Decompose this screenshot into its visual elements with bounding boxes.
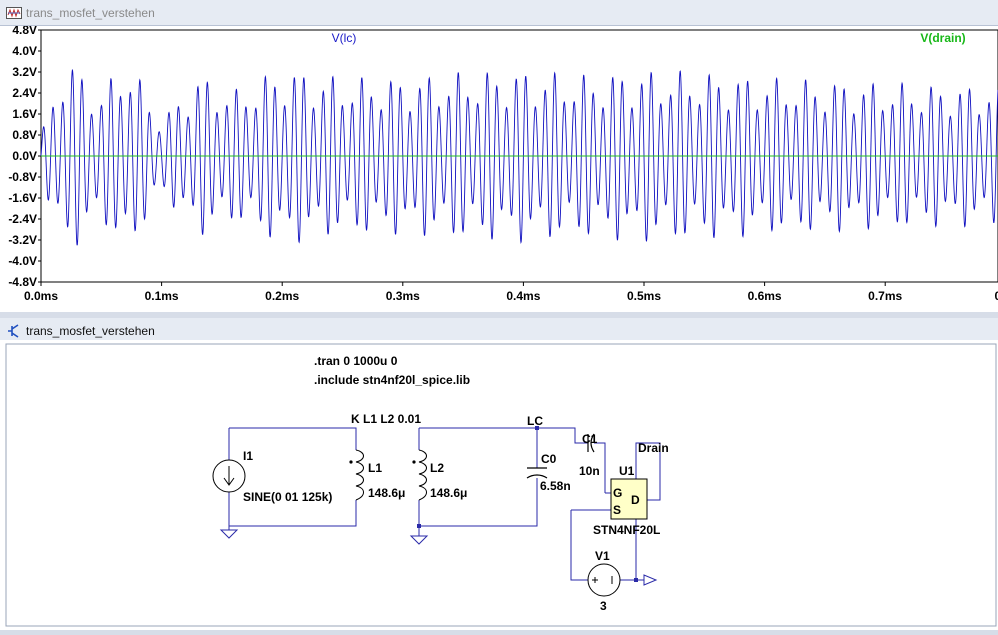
ground-icon-v1 (643, 574, 658, 586)
schematic-canvas[interactable]: .tran 0 1000u 0 .include stn4nf20l_spice… (0, 340, 998, 630)
x-tick-label: 0.8 (994, 289, 998, 303)
y-tick-label: -4.8V (8, 275, 37, 289)
x-tick-label: 0.2ms (265, 289, 299, 303)
u1-pin-g: G (613, 486, 622, 500)
capacitor-c1[interactable]: C1 10n (579, 432, 600, 478)
l2-value: 148.6μ (430, 486, 467, 500)
x-tick-label: 0.6ms (748, 289, 782, 303)
y-tick-label: -3.2V (8, 233, 37, 247)
capacitor-c0[interactable]: C0 6.58n (526, 452, 571, 493)
y-tick-label: -2.4V (8, 212, 37, 226)
waveform-window-icon (6, 7, 22, 19)
tran-directive[interactable]: .tran 0 1000u 0 (314, 354, 398, 368)
x-tick-label: 0.5ms (627, 289, 661, 303)
include-directive[interactable]: .include stn4nf20l_spice.lib (314, 373, 470, 387)
schematic-border (5, 343, 997, 627)
voltage-source-v1[interactable]: V1 3 (587, 549, 621, 613)
y-tick-label: -4.0V (8, 254, 37, 268)
y-tick-label: 0.0V (12, 149, 37, 163)
v1-label: V1 (595, 549, 610, 563)
schematic-window-titlebar[interactable]: trans_mosfet_verstehen (0, 318, 998, 342)
legend-v-lc[interactable]: V(lc) (332, 31, 357, 45)
x-tick-label: 0.3ms (386, 289, 420, 303)
waveform-chart[interactable]: 4.8V 4.0V 3.2V 2.4V 1.6V 0.8V 0.0V -0.8V -1.6V -2… (0, 23, 998, 312)
l2-label: L2 (430, 461, 444, 475)
y-tick-label: 0.8V (12, 128, 37, 142)
y-tick-label: -0.8V (8, 170, 37, 184)
u1-pin-s: S (613, 503, 621, 517)
mosfet-u1[interactable]: U1 G S D STN4NF20L (593, 464, 660, 537)
trace-v-lc (40, 68, 998, 246)
x-tick-label: 0.4ms (506, 289, 540, 303)
c1-label: C1 (582, 432, 598, 446)
v1-value: 3 (600, 599, 607, 613)
x-tick-label: 0.0ms (24, 289, 58, 303)
inductor-l1[interactable]: L1 148.6μ (349, 449, 405, 501)
y-tick-label: 4.8V (12, 26, 37, 37)
l1-value: 148.6μ (368, 486, 405, 500)
y-tick-label: -1.6V (8, 191, 37, 205)
c0-value: 6.58n (540, 479, 571, 493)
u1-pin-d: D (631, 493, 640, 507)
i1-label: I1 (243, 449, 253, 463)
l1-label: L1 (368, 461, 382, 475)
x-tick-label: 0.7ms (868, 289, 902, 303)
y-tick-label: 3.2V (12, 65, 37, 79)
inductor-l2[interactable]: L2 148.6μ (412, 449, 467, 501)
plot-window-titlebar[interactable]: trans_mosfet_verstehen (0, 0, 998, 26)
wires (228, 427, 661, 581)
waveform-plot-pane[interactable]: 4.8V 4.0V 3.2V 2.4V 1.6V 0.8V 0.0V -0.8V -1.6V -2… (0, 23, 998, 312)
y-tick-label: 2.4V (12, 86, 37, 100)
y-tick-label: 1.6V (12, 107, 37, 121)
transistor-window-icon (8, 324, 19, 338)
c1-value: 10n (579, 464, 600, 478)
u1-part: STN4NF20L (593, 523, 660, 537)
plot-window-title: trans_mosfet_verstehen (26, 6, 155, 20)
coupling-directive[interactable]: K L1 L2 0.01 (351, 412, 421, 426)
net-label-drain: Drain (638, 441, 669, 455)
schematic-window-title: trans_mosfet_verstehen (26, 324, 155, 338)
legend-v-drain[interactable]: V(drain) (920, 31, 965, 45)
net-label-lc: LC (527, 414, 543, 428)
schematic-drawing[interactable]: .tran 0 1000u 0 .include stn4nf20l_spice… (0, 340, 998, 630)
x-tick-label: 0.1ms (145, 289, 179, 303)
junction-dots (417, 426, 638, 582)
y-tick-label: 4.0V (12, 44, 37, 58)
ground-icon-i1 (219, 526, 239, 539)
current-source-i1[interactable]: I1 SINE(0 01 125k) (212, 449, 332, 504)
u1-label: U1 (619, 464, 635, 478)
i1-value: SINE(0 01 125k) (243, 490, 332, 504)
c0-label: C0 (541, 452, 557, 466)
